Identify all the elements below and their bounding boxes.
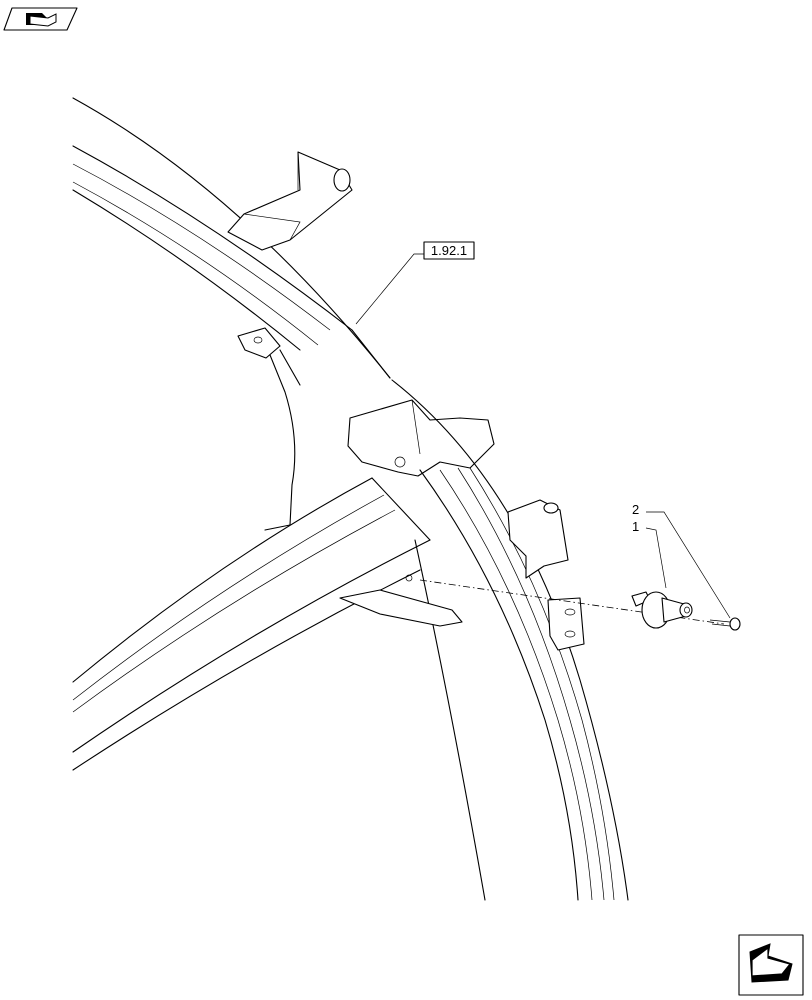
leader-line-1: [645, 527, 667, 589]
gusset-bracket-lower: [339, 589, 463, 627]
corner-cap-bracket: [347, 399, 495, 477]
leader-line-ref: [355, 253, 424, 325]
mounting-hole: [405, 574, 413, 582]
gusset-bracket-left: [237, 327, 301, 531]
vertical-post: [391, 379, 629, 901]
book-with-arrow-icon[interactable]: [3, 7, 78, 31]
lower-beam: [72, 477, 431, 771]
reference-box[interactable]: 1.92.1: [423, 241, 475, 260]
next-page-arrow-icon[interactable]: [738, 934, 804, 996]
hinge-bracket-top: [227, 151, 353, 251]
hinge-bracket-side: [507, 499, 569, 579]
leader-line-2: [646, 511, 731, 619]
screw-part: [709, 617, 741, 631]
mounting-plate: [547, 597, 585, 651]
reference-label: 1.92.1: [431, 243, 467, 258]
callout-1: 1: [632, 519, 639, 534]
stud-pin-part: [631, 591, 693, 629]
callout-2: 2: [632, 502, 639, 517]
roof-frame-arc: [72, 97, 391, 379]
